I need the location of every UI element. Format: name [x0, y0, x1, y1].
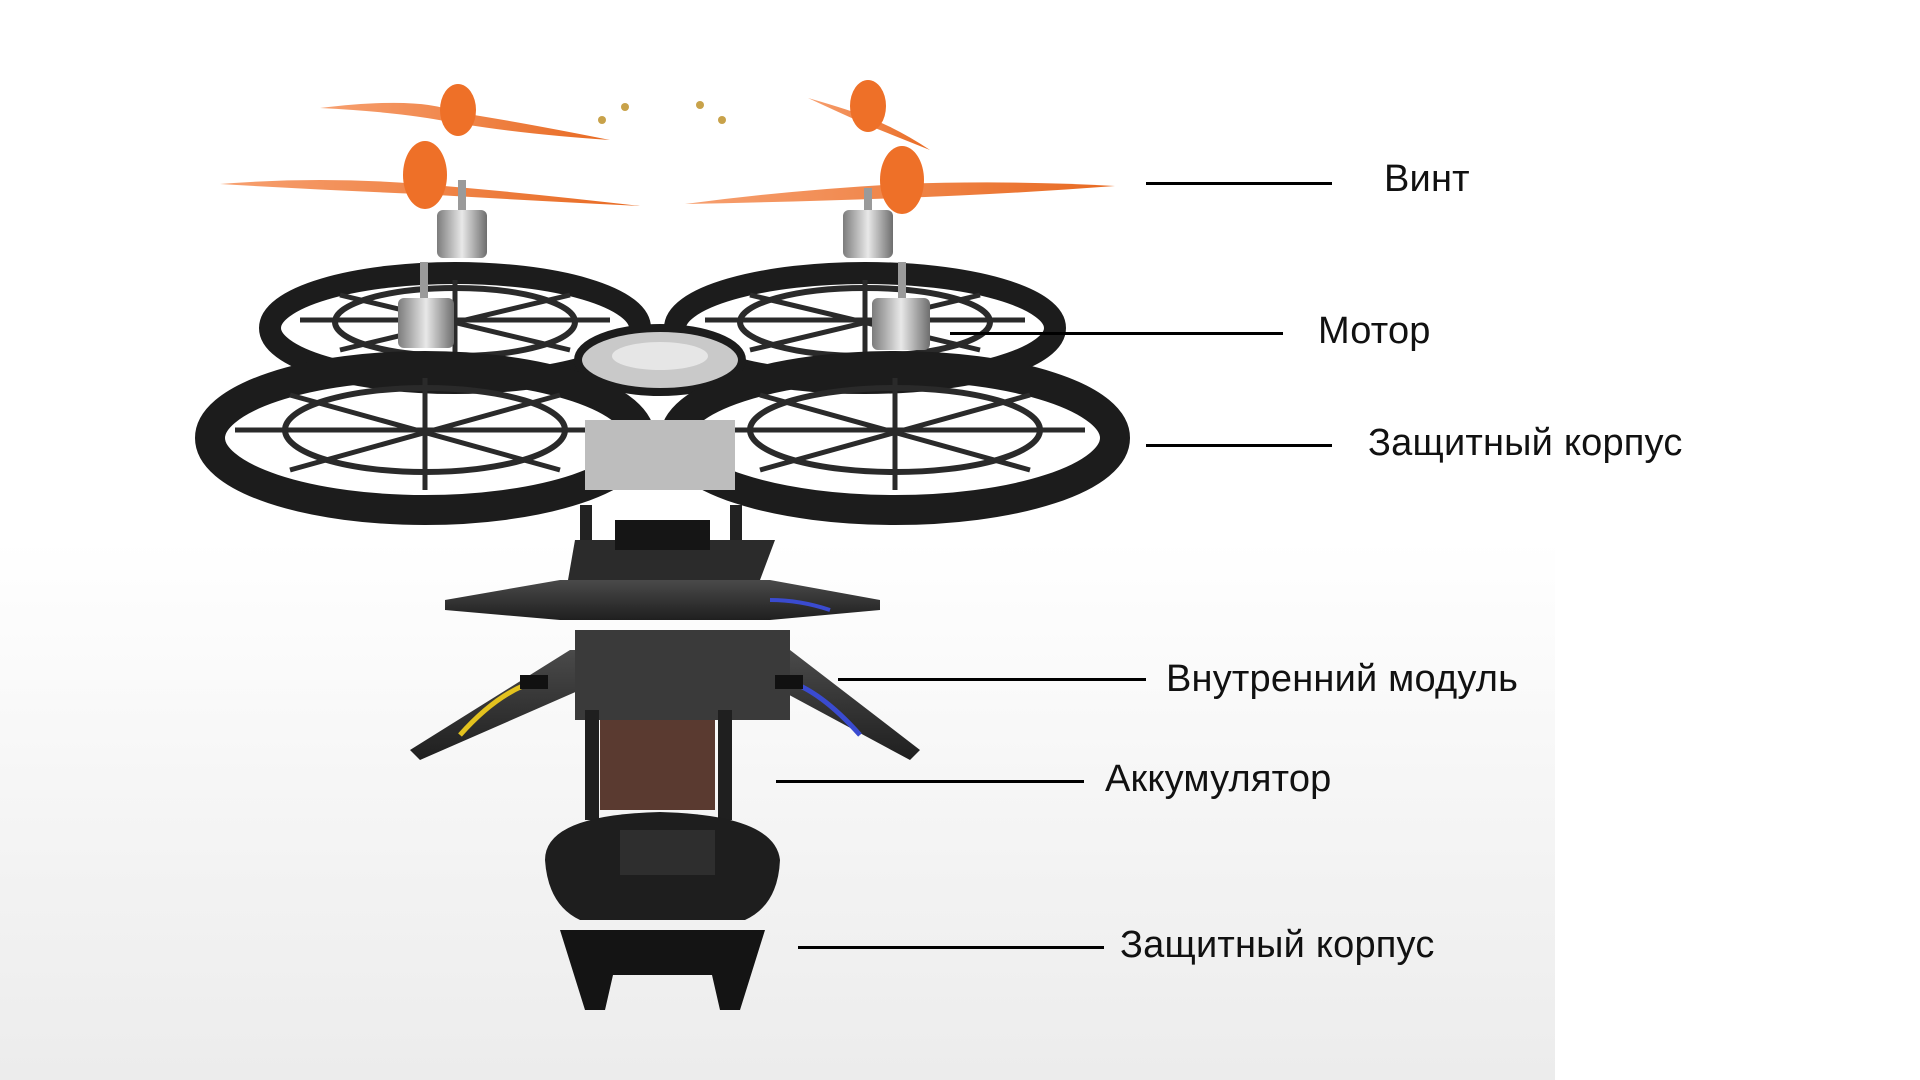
- bottom-housing: [545, 812, 780, 1010]
- label-bottom-housing: Защитный корпус: [1120, 924, 1435, 966]
- motor-shaft: [898, 262, 906, 298]
- propeller-hub-back-right: [850, 80, 886, 132]
- upper-guard-frame: [259, 262, 1066, 396]
- inner-module: [410, 505, 920, 760]
- motor-upper-left: [437, 210, 487, 258]
- screw-icon: [696, 101, 704, 109]
- housing-window: [620, 830, 715, 875]
- background-gradient: [0, 0, 1555, 1080]
- connector: [775, 675, 803, 689]
- label-inner-module: Внутренний модуль: [1166, 658, 1519, 700]
- propeller-hub-front-right: [880, 146, 924, 214]
- battery-body: [600, 720, 715, 810]
- guard-spokes: [705, 280, 1025, 372]
- battery-pack: [585, 710, 732, 820]
- wire-blue: [769, 598, 831, 612]
- motor-upper-right: [843, 210, 893, 258]
- leader-line-inner-module: [838, 678, 1146, 681]
- propeller-hub-front-left: [403, 141, 447, 209]
- upper-motors: [437, 180, 893, 258]
- screw-icon: [621, 103, 629, 111]
- propeller-group: [220, 80, 1115, 214]
- center-cap-inner: [612, 342, 708, 370]
- guard-spokes: [300, 280, 610, 372]
- center-column: [585, 420, 735, 490]
- battery-frame-right: [718, 710, 732, 820]
- upper-plate: [445, 580, 880, 620]
- propeller-hub-back-left: [440, 84, 476, 136]
- label-battery: Аккумулятор: [1105, 758, 1332, 800]
- motor-lower-right: [872, 298, 930, 350]
- main-guard-frame: [195, 351, 1130, 525]
- label-motor: Мотор: [1318, 310, 1431, 352]
- leader-line-bottom-housing: [798, 946, 1104, 949]
- top-board-chip: [615, 520, 710, 550]
- motor-shaft: [458, 180, 466, 214]
- lower-motors: [398, 262, 930, 350]
- main-plate-center: [575, 630, 790, 720]
- guard-spokes: [235, 378, 615, 490]
- guard-spokes: [705, 378, 1085, 490]
- screw-icon: [718, 116, 726, 124]
- leader-line-battery: [776, 780, 1084, 783]
- leader-line-propeller: [1146, 182, 1332, 185]
- housing-base: [560, 930, 765, 1010]
- connector: [520, 675, 548, 689]
- label-propeller: Винт: [1384, 158, 1470, 200]
- battery-frame-left: [585, 710, 599, 820]
- screw-icon: [598, 116, 606, 124]
- motor-shaft: [420, 262, 428, 298]
- motor-shaft: [864, 188, 872, 214]
- leader-line-motor: [950, 332, 1283, 335]
- leader-line-guard: [1146, 444, 1332, 447]
- label-guard: Защитный корпус: [1368, 422, 1683, 464]
- motor-lower-left: [398, 298, 454, 348]
